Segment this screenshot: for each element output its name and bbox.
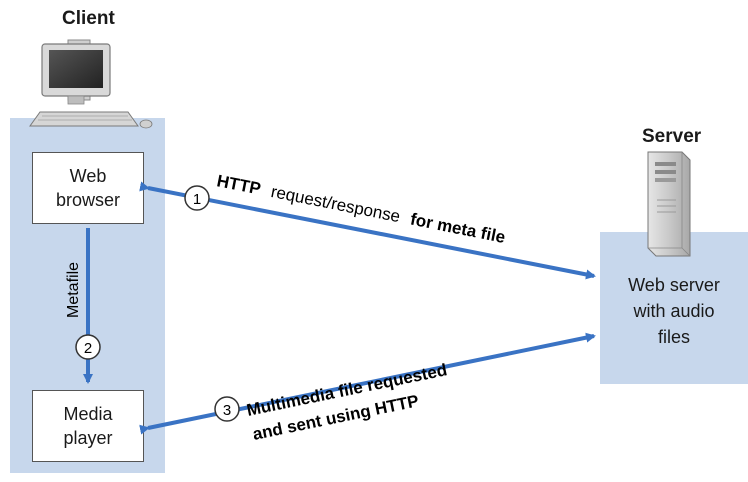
web-browser-box: Web browser [32,152,144,224]
http-metafile-arrow [139,181,596,280]
step-2-number: 2 [84,340,92,357]
step-1-number: 1 [193,191,201,208]
step-1-label-bold-start: HTTP [215,171,262,198]
media-player-box: Media player [32,390,144,462]
client-title: Client [62,8,115,29]
step-1-label-normal: request/response [269,182,402,226]
server-title: Server [642,126,702,147]
server-panel [600,232,748,384]
server-tower-icon [647,151,691,257]
step-3-marker: 3 [214,396,240,422]
metafile-label: Metafile [65,262,82,318]
client-computer-icon [29,39,153,129]
web-server-label: Web server with audio files [628,275,720,347]
step-3-number: 3 [223,402,231,419]
step-1-marker: 1 [184,185,210,211]
step-2-marker: 2 [75,334,101,360]
